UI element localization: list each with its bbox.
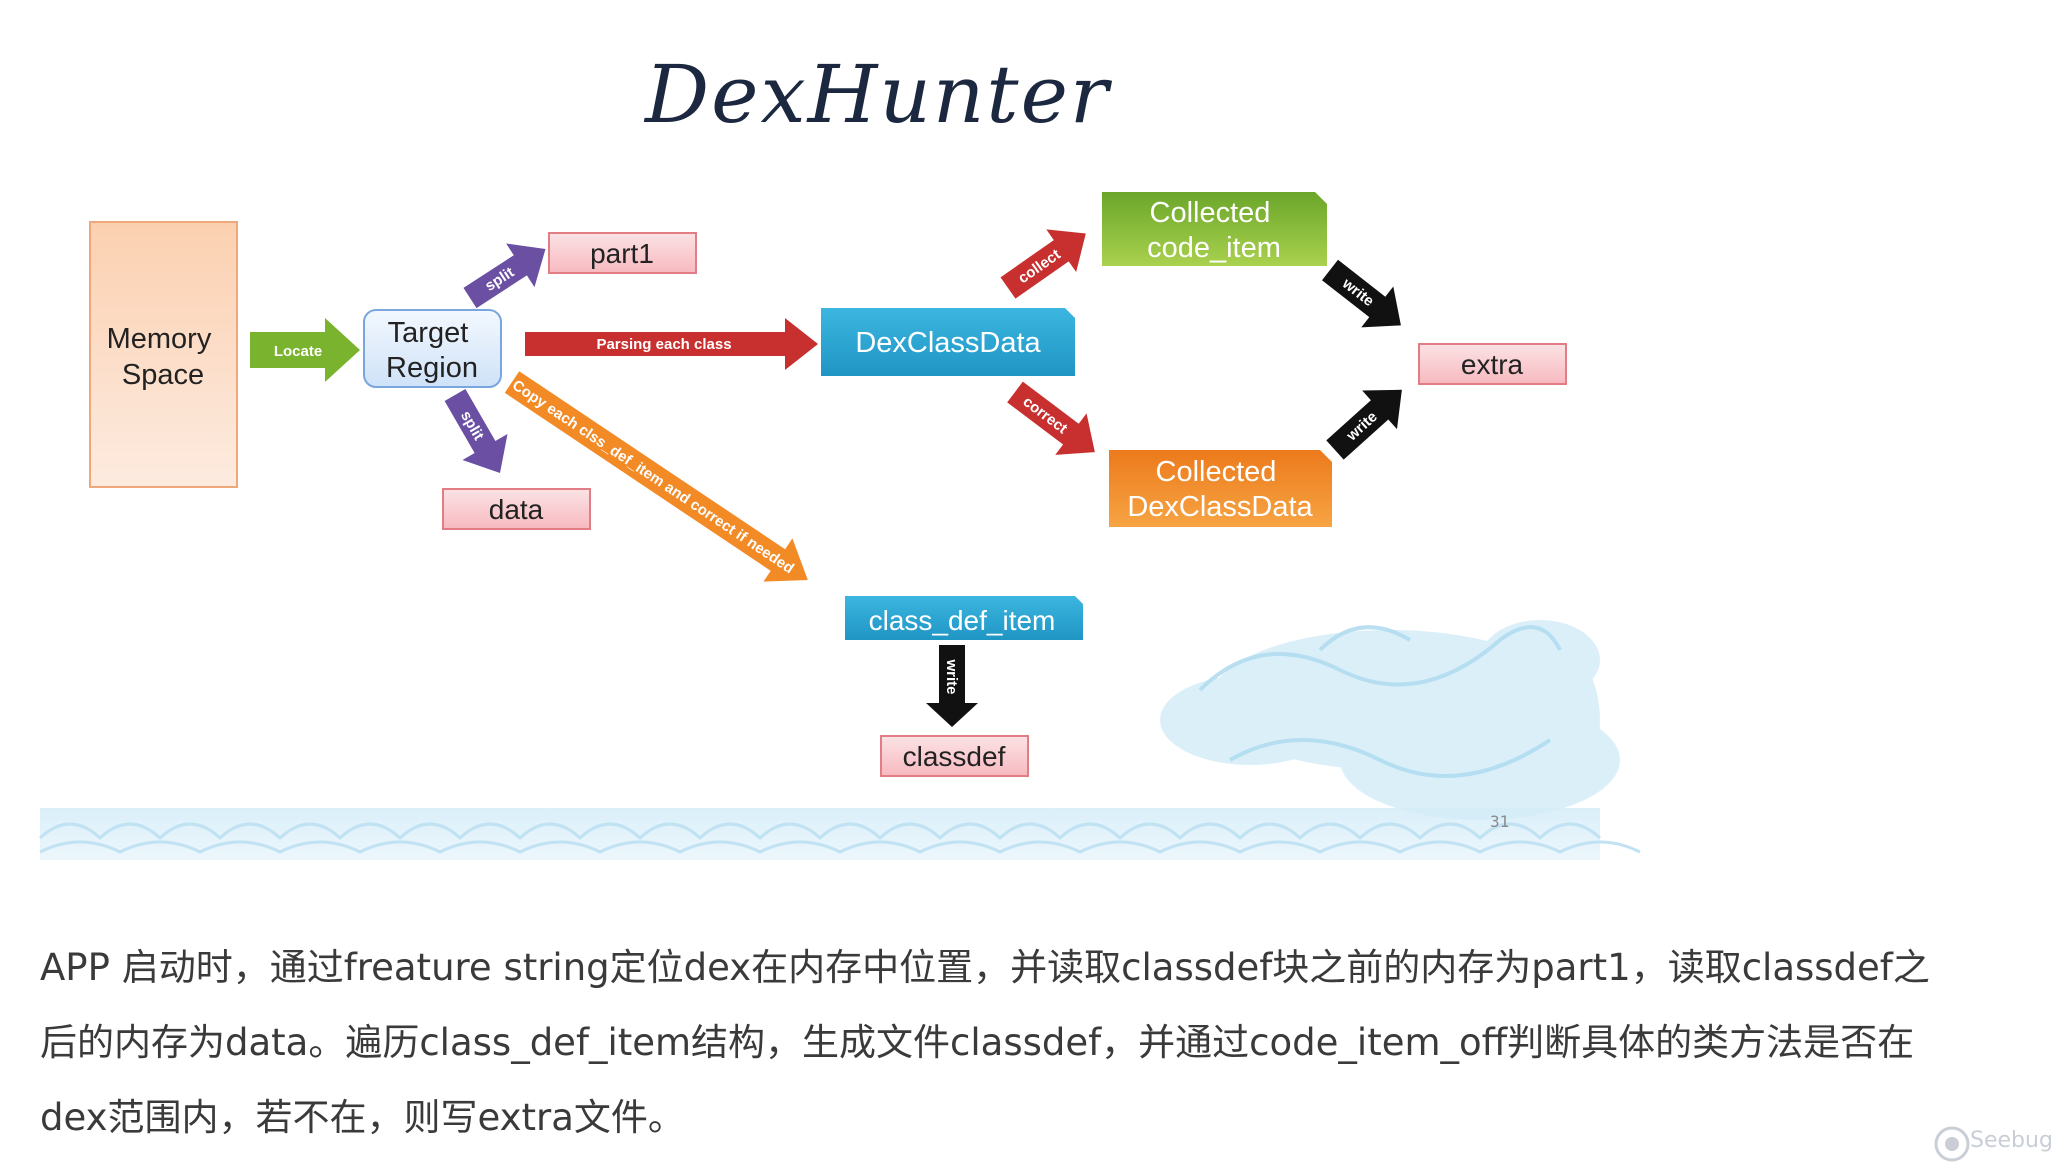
memory-space-line2: Space: [122, 359, 204, 391]
collected-dexclassdata-line2: DexClassData: [1127, 491, 1313, 523]
copy-label: Copy each clss_def_item and correct if n…: [509, 377, 797, 578]
description-line-1: APP 启动时，通过freature string定位dex在内存中位置，并读取…: [40, 946, 1930, 989]
target-region-line2: Region: [386, 352, 478, 384]
correct-arrow: correct: [1007, 381, 1095, 455]
collected-code-item-line1: Collected: [1150, 197, 1271, 229]
target-region-line1: Target: [388, 317, 469, 349]
watermark-logo-icon: [1934, 1126, 1970, 1162]
copy-arrow: Copy each clss_def_item and correct if n…: [504, 371, 808, 582]
parsing-label: Parsing each class: [596, 336, 731, 353]
classdef-label: classdef: [903, 741, 1006, 772]
svg-text:Collected DexClassData: Collected DexClassData: [1127, 456, 1313, 523]
description-paragraph: APP 启动时，通过freature string定位dex在内存中位置，并读取…: [40, 930, 2030, 1155]
split-down-arrow: split: [444, 389, 508, 473]
node-memory-space: Memory Space: [89, 221, 238, 488]
split-up-arrow: split: [463, 243, 546, 309]
part1-label: part1: [590, 238, 654, 269]
write-classdef-arrow: write: [926, 645, 978, 727]
svg-text:Target Region: Target Region: [386, 317, 478, 384]
node-part1: part1: [548, 232, 697, 274]
write-top-arrow: write: [1321, 259, 1401, 328]
write-classdef-label: write: [943, 658, 960, 694]
class-def-item-label: class_def_item: [869, 605, 1056, 636]
node-class-def-item: class_def_item: [845, 596, 1083, 640]
node-extra: extra: [1418, 343, 1567, 385]
svg-text:Memory Space: Memory Space: [107, 323, 220, 391]
data-label: data: [489, 494, 544, 525]
memory-space-line1: Memory: [107, 323, 212, 355]
page-number: 31: [1490, 812, 1510, 831]
locate-arrow: Locate: [250, 318, 360, 382]
watermark-text: Seebug: [1970, 1128, 2053, 1153]
svg-text:Collected code_item: Collected code_item: [1147, 197, 1281, 264]
description-line-2: 后的内存为data。遍历class_def_item结构，生成文件classde…: [40, 1021, 1915, 1064]
node-collected-dexclassdata: Collected DexClassData: [1109, 450, 1332, 527]
node-collected-code-item: Collected code_item: [1102, 192, 1327, 266]
write-bottom-arrow: write: [1326, 389, 1402, 460]
locate-label: Locate: [274, 343, 322, 360]
extra-label: extra: [1461, 349, 1524, 380]
dexclassdata-label: DexClassData: [855, 327, 1041, 359]
collect-arrow: collect: [1000, 229, 1086, 299]
node-data: data: [442, 488, 591, 530]
parsing-arrow: Parsing each class: [525, 318, 818, 370]
node-target-region: Target Region: [363, 309, 502, 388]
node-classdef: classdef: [880, 735, 1029, 777]
description-line-3: dex范围内，若不在，则写extra文件。: [40, 1096, 685, 1139]
collected-dexclassdata-line1: Collected: [1156, 456, 1277, 488]
decorative-background: [38, 620, 1641, 860]
node-dexclassdata: DexClassData: [821, 308, 1075, 376]
collected-code-item-line2: code_item: [1147, 232, 1281, 264]
slide-title: DexHunter: [645, 48, 1111, 141]
